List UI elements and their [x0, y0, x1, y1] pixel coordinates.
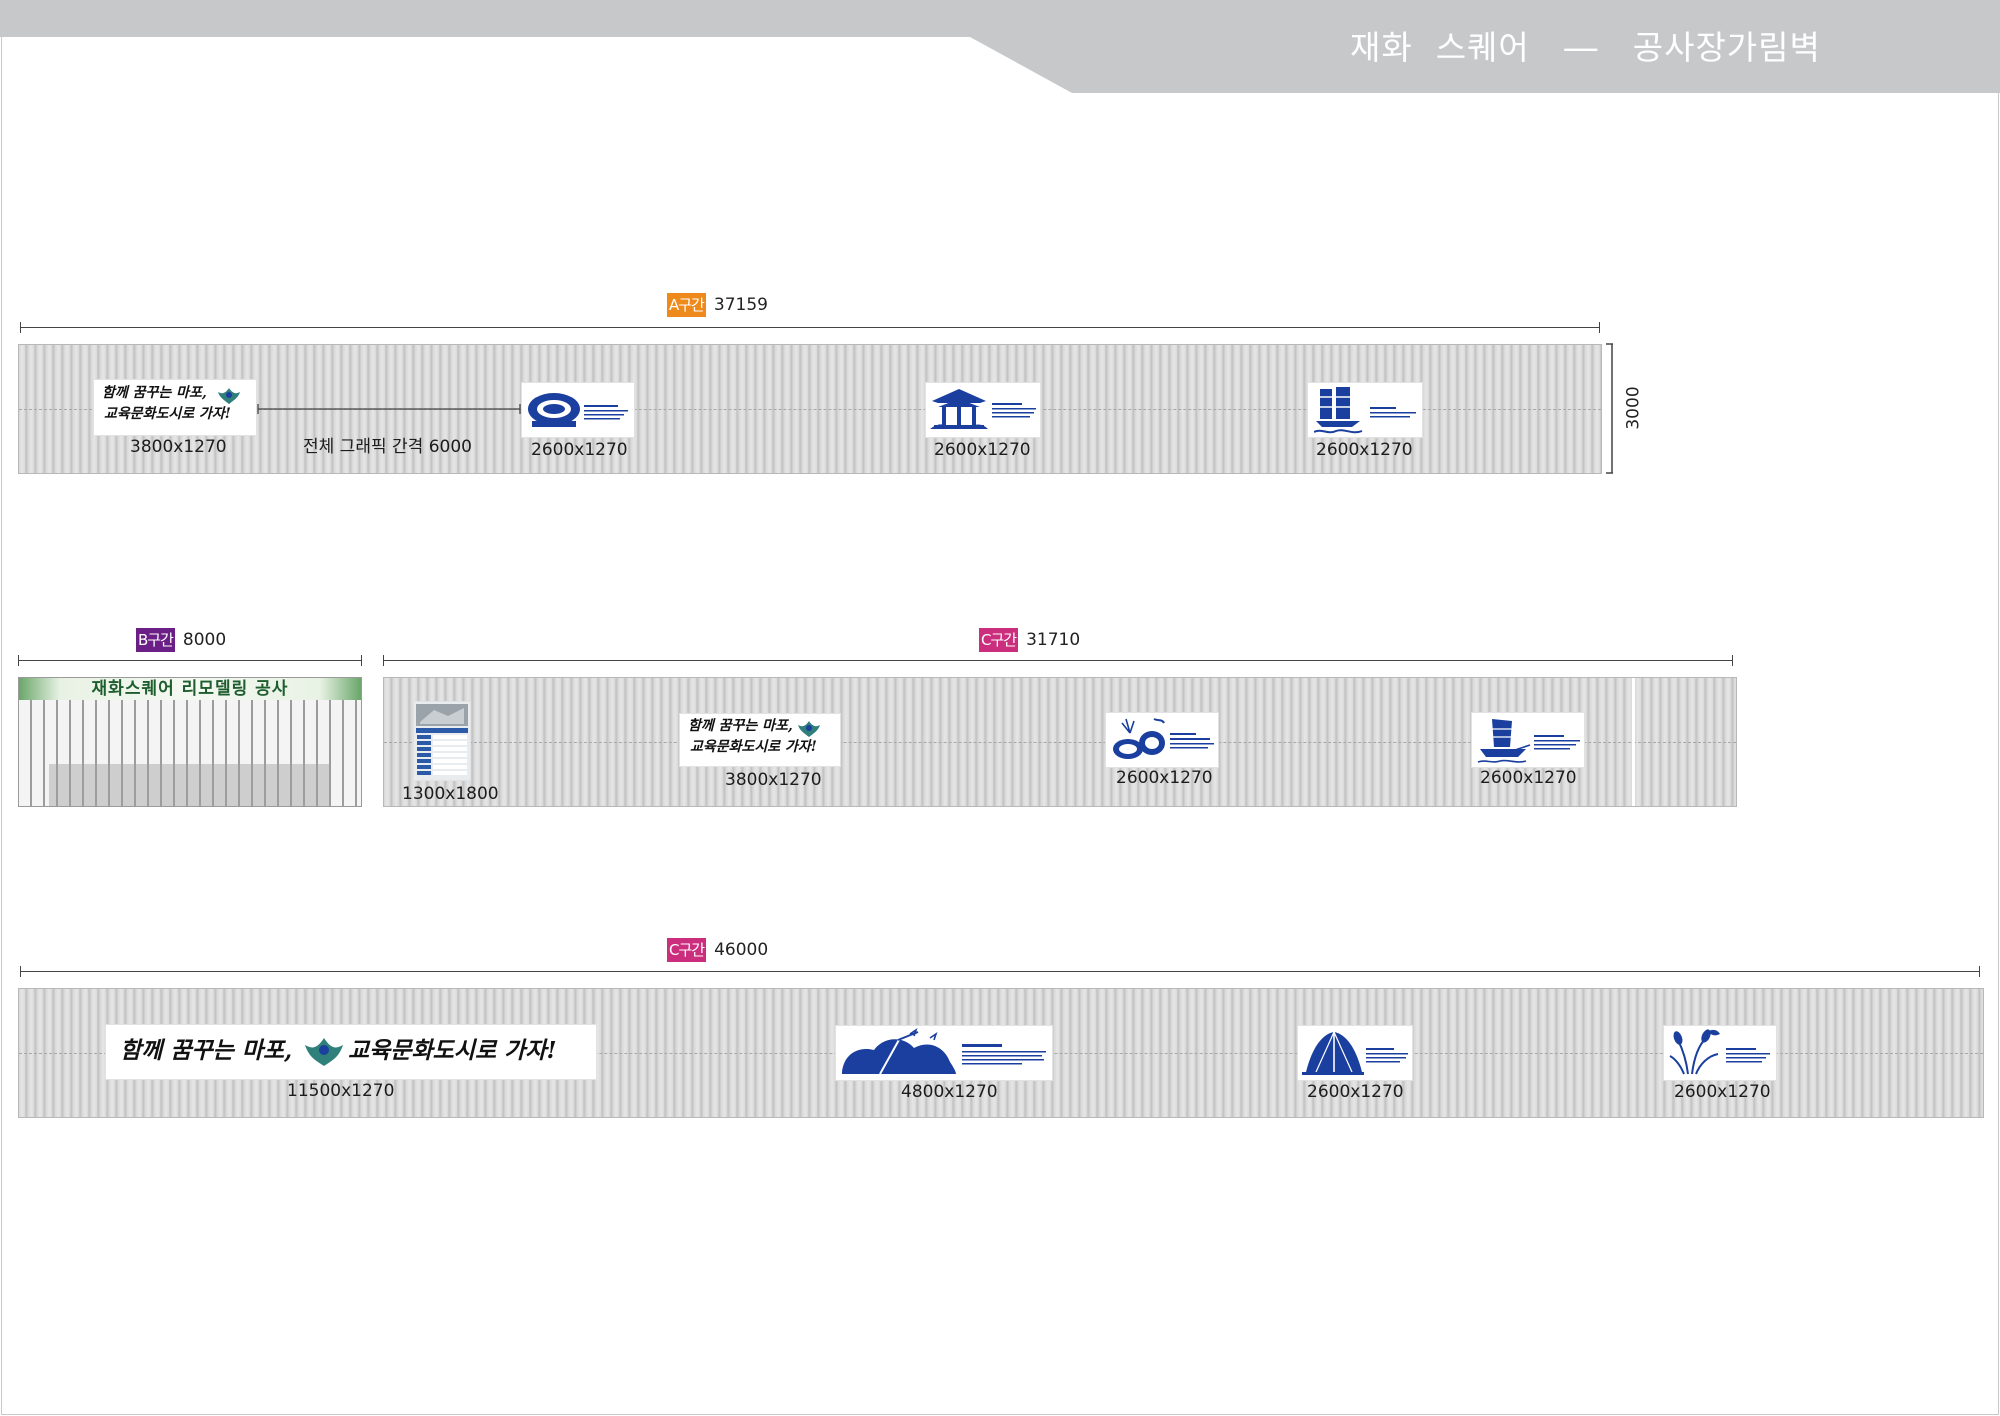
panel-c2-slogan: 함께 꿈꾸는 마포, 교육문화도시로 가자! — [106, 1025, 596, 1079]
section-c1-label: C구간 31710 — [979, 628, 1080, 652]
flower-logo-icon — [798, 721, 820, 737]
panel-c1-p3 — [1472, 713, 1584, 767]
panel-a4 — [1308, 383, 1422, 437]
island-trees-icon — [842, 1028, 956, 1075]
sailboat-icon — [1314, 387, 1363, 434]
spacing-arrow — [257, 404, 521, 414]
section-c2-badge: C구간 — [667, 938, 707, 962]
header: 재화 스퀘어 ― 공사장가림벽 — [0, 0, 2000, 95]
header-bar — [0, 0, 2000, 93]
panel-c2-p1 — [836, 1026, 1052, 1080]
panel-a3-size: 2600x1270 — [934, 440, 1031, 460]
flower-logo-icon — [218, 388, 240, 404]
construction-sign-icon — [416, 704, 468, 775]
pavilion-icon — [930, 389, 988, 429]
panel-c1-p3-size: 2600x1270 — [1480, 768, 1577, 788]
page-title: 재화 스퀘어 ― 공사장가림벽 — [1350, 28, 1821, 67]
fish-icon — [1113, 718, 1165, 759]
gate-b: 재화스퀘어 리모델링 공사 — [18, 677, 362, 807]
spacing-note: 전체 그래픽 간격 6000 — [303, 437, 472, 457]
panel-c1-p2 — [1106, 713, 1218, 767]
panel-a4-size: 2600x1270 — [1316, 440, 1413, 460]
gate-title: 재화스퀘어 리모델링 공사 — [91, 679, 289, 699]
panel-c2-p3 — [1664, 1026, 1776, 1080]
section-a-length: 37159 — [713, 295, 768, 315]
panel-a1-size: 3800x1270 — [130, 437, 227, 457]
section-b-label: B구간 8000 — [136, 628, 226, 652]
section-c1-dimension — [383, 655, 1733, 666]
section-c2-dimension — [20, 966, 1980, 977]
panel-a2 — [522, 383, 634, 437]
section-c2-length: 46000 — [714, 940, 769, 960]
panel-c1-sign-size: 1300x1800 — [402, 784, 499, 804]
flower-logo-icon — [305, 1038, 343, 1066]
section-a-label: A구간 37159 — [667, 293, 768, 317]
slogan-line1: 함께 꿈꾸는 마포, — [102, 385, 207, 401]
section-a-badge: A구간 — [667, 293, 706, 317]
section-b-badge: B구간 — [136, 628, 175, 652]
tent-icon — [1302, 1031, 1364, 1075]
slogan-part1: 함께 꿈꾸는 마포, — [120, 1037, 293, 1064]
panel-a2-size: 2600x1270 — [531, 440, 628, 460]
height-label: 3000 — [1623, 386, 1644, 430]
panel-c1-sign — [414, 702, 470, 780]
panel-c2-slogan-size: 11500x1270 — [287, 1081, 395, 1101]
stadium-icon — [528, 393, 580, 427]
panel-c1-slogan-size: 3800x1270 — [725, 770, 822, 790]
panel-c2-p3-size: 2600x1270 — [1674, 1082, 1771, 1102]
section-b-dimension — [18, 655, 362, 666]
section-c2-label: C구간 46000 — [667, 938, 768, 962]
section-c1-badge: C구간 — [979, 628, 1019, 652]
panel-c1-slogan: 함께 꿈꾸는 마포, 교육문화도시로 가자! — [680, 714, 840, 766]
slogan-line2: 교육문화도시로 가자! — [104, 406, 231, 422]
panel-c2-p2-size: 2600x1270 — [1307, 1082, 1404, 1102]
height-dimension — [1606, 343, 1613, 474]
junk-boat-icon — [1477, 719, 1531, 763]
panel-c2-p1-size: 4800x1270 — [901, 1082, 998, 1102]
panel-a1-slogan: 함께 꿈꾸는 마포, 교육문화도시로 가자! — [94, 380, 256, 435]
panel-c2-p2 — [1298, 1026, 1412, 1080]
panel-c1-p2-size: 2600x1270 — [1116, 768, 1213, 788]
reed-icon — [1669, 1029, 1720, 1075]
section-b-length: 8000 — [182, 630, 227, 650]
slogan-part2: 교육문화도시로 가자! — [348, 1037, 557, 1064]
section-c1-length: 31710 — [1026, 630, 1081, 650]
section-a-dimension — [20, 322, 1600, 333]
panel-a3 — [926, 383, 1040, 437]
